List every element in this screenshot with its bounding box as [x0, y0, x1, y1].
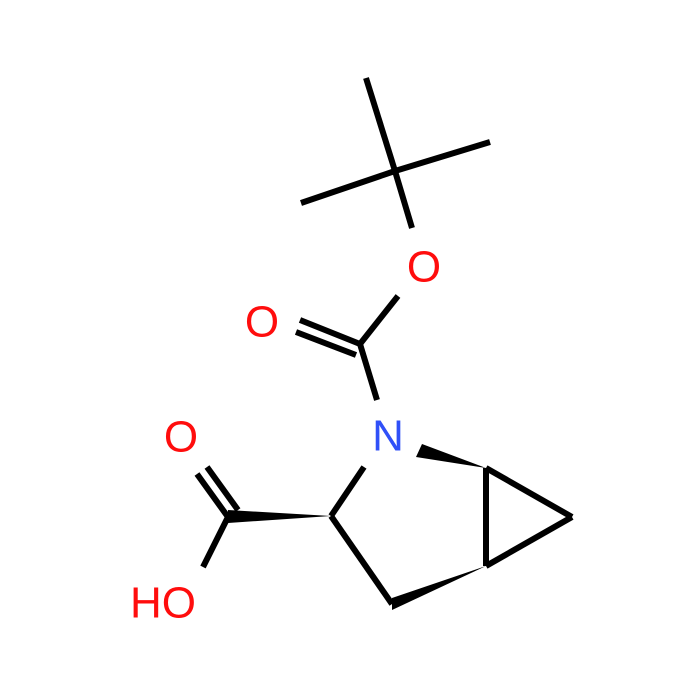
- bond-c1-to-c6: [484, 465, 574, 520]
- bond-ether-oxygen-to-carbonyl-carbon: [357, 294, 401, 346]
- wedge-bond-c5-to-c4: [392, 566, 486, 610]
- bond-tbu-methyl-left: [300, 168, 396, 206]
- carbonyl-oxygen-label: O: [245, 298, 279, 347]
- wedge-bond-c1-to-nitrogen: [416, 444, 486, 468]
- hydroxyl-label: HO: [130, 579, 196, 628]
- bond-carbonyl-double-outer: [298, 317, 362, 347]
- bond-acid-carbonyl-double-outer: [194, 472, 231, 519]
- bond-c3-to-c4: [328, 514, 395, 606]
- bond-acid-carbonyl-double-inner: [204, 465, 241, 512]
- ether-oxygen-label: O: [407, 243, 441, 292]
- bond-acid-carbon-to-hydroxyl: [200, 515, 231, 569]
- bond-nitrogen-to-c3: [328, 465, 367, 518]
- bond-c5-to-c6: [484, 514, 574, 569]
- bond-tbu-methyl-right: [394, 139, 491, 174]
- bond-tbu-methyl-top: [363, 77, 398, 172]
- bond-carbonyl-carbon-to-nitrogen: [357, 343, 380, 401]
- wedge-bond-c3-to-acid-carbon: [228, 510, 331, 523]
- bond-tbu-to-ether-oxygen: [392, 170, 415, 229]
- nitrogen-label: N: [372, 412, 404, 461]
- acid-carbonyl-oxygen-label: O: [164, 413, 198, 462]
- bond-carbonyl-double-inner: [294, 329, 358, 358]
